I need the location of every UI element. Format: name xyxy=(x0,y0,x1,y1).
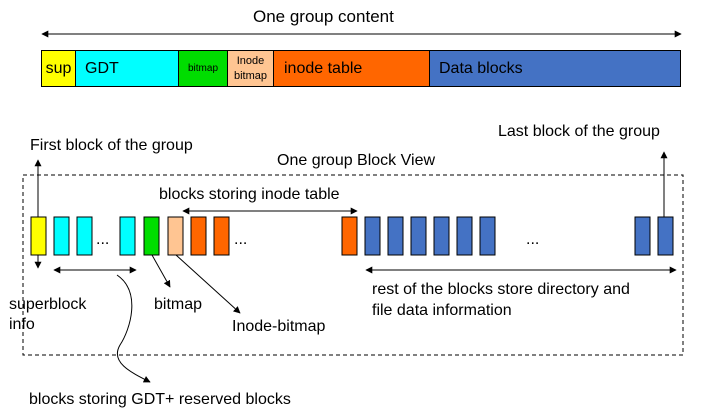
data-block xyxy=(456,216,473,256)
bitmap-block xyxy=(143,216,160,256)
last-block-label: Last block of the group xyxy=(498,123,660,140)
ellipsis: ... xyxy=(526,231,540,248)
bitmap-arrow xyxy=(151,254,171,288)
segment-inode-table-label: inode table xyxy=(284,59,363,77)
gdt-reserved-curve-arrow xyxy=(116,274,151,383)
inode-table-block xyxy=(213,216,230,256)
bitmap-label: bitmap xyxy=(154,296,203,313)
ellipsis: ... xyxy=(96,231,110,248)
segment-data-blocks-label: Data blocks xyxy=(439,59,523,77)
data-block xyxy=(433,216,450,256)
ellipsis: ... xyxy=(234,231,248,248)
superblock-info-line2: info xyxy=(9,316,35,333)
data-block xyxy=(657,216,674,256)
superblock-info-line1: superblock xyxy=(9,296,87,313)
gdt-block xyxy=(76,216,93,256)
rest-of-blocks-line2: file data information xyxy=(372,302,512,319)
segment-gdt-label: GDT xyxy=(85,59,119,77)
inode-table-block xyxy=(341,216,358,256)
superblock-block xyxy=(30,216,47,256)
first-block-label: First block of the group xyxy=(30,137,193,154)
group-content-title: One group content xyxy=(253,7,394,26)
inode-table-label: blocks storing inode table xyxy=(159,186,340,203)
data-block xyxy=(364,216,381,256)
gdt-reserved-label: blocks storing GDT+ reserved blocks xyxy=(29,391,291,408)
segment-bitmap-label: bitmap xyxy=(187,63,218,74)
inode-table-block xyxy=(190,216,207,256)
segment-bitmap: bitmap xyxy=(178,50,228,87)
rest-of-blocks-label: rest of the blocks store directory and f… xyxy=(372,279,630,321)
block-view-box xyxy=(22,174,684,356)
segment-inode-bitmap-line2: bitmap xyxy=(233,69,268,82)
inode-bitmap-arrow xyxy=(175,254,241,314)
inode-bitmap-label: Inode-bitmap xyxy=(232,318,326,335)
superblock-info-label: superblock info xyxy=(9,295,86,335)
segment-superblock-label: sup xyxy=(45,59,72,77)
data-block xyxy=(634,216,651,256)
segment-inode-bitmap-line1: Inode xyxy=(236,54,265,67)
segment-inode-table: inode table xyxy=(273,50,430,87)
data-block xyxy=(479,216,496,256)
block-view-title: One group Block View xyxy=(277,152,436,169)
inode-bitmap-block xyxy=(167,216,184,256)
gdt-block xyxy=(53,216,70,256)
rest-of-blocks-line1: rest of the blocks store directory and xyxy=(372,281,630,298)
data-block xyxy=(410,216,427,256)
gdt-block xyxy=(119,216,136,256)
data-block xyxy=(387,216,404,256)
segment-data-blocks: Data blocks xyxy=(429,50,681,87)
